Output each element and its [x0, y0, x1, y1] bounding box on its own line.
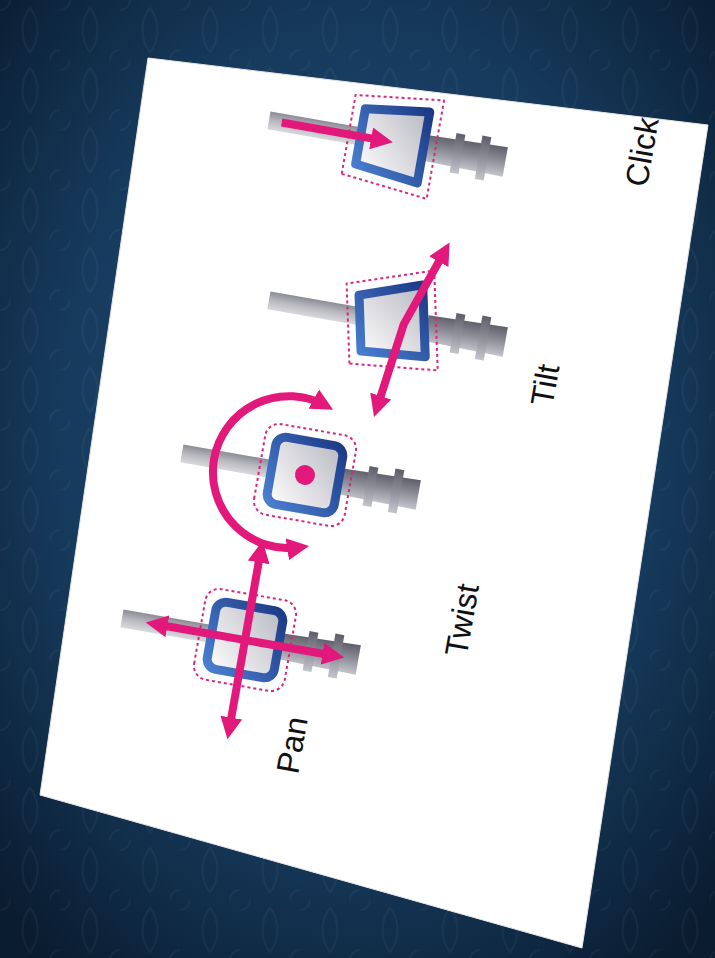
- motion-label: Tilt: [526, 362, 565, 408]
- twist-joystick: [169, 378, 432, 569]
- pan-joystick: [106, 528, 374, 751]
- motion-label: Click: [620, 115, 664, 189]
- motion-label: Pan: [271, 714, 312, 776]
- motion-label: Twist: [440, 581, 484, 658]
- tilt-joystick: [254, 222, 520, 429]
- card: [40, 58, 708, 948]
- click-joystick: [260, 71, 514, 211]
